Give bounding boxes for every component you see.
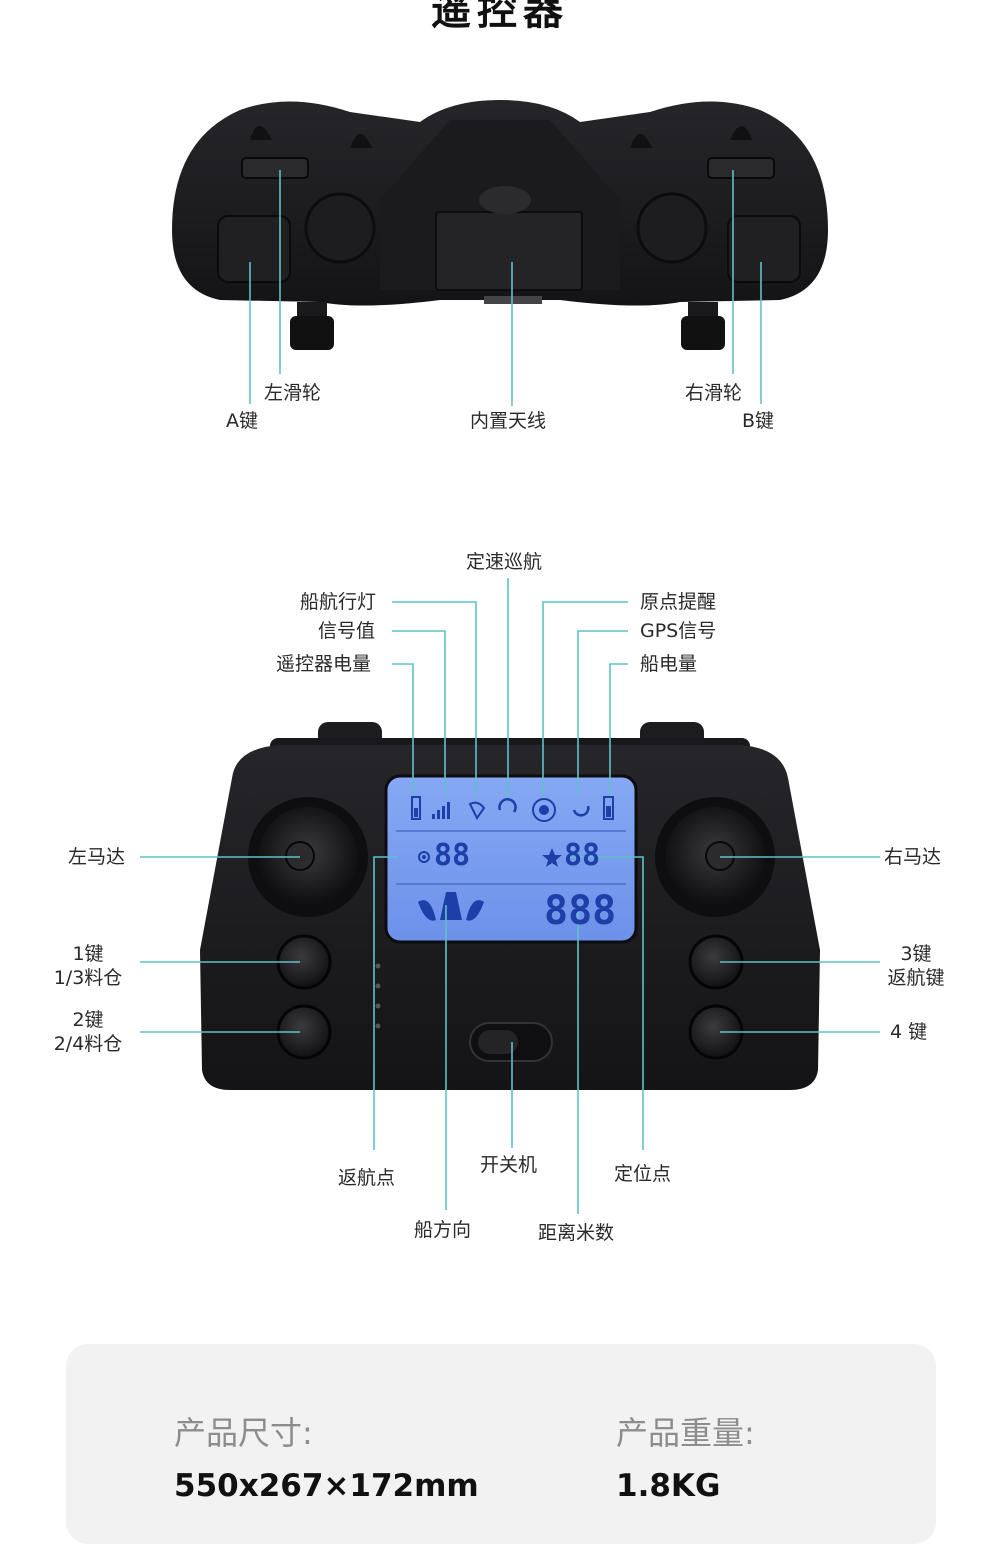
leader-lines bbox=[140, 170, 880, 1214]
label-key2-line1: 2键 bbox=[72, 1009, 104, 1031]
lcd-right-digits: 88 bbox=[564, 838, 601, 873]
gps-icon bbox=[572, 805, 590, 817]
spec-weight-value: 1.8KG bbox=[616, 1468, 721, 1504]
label-right-wheel: 右滑轮 bbox=[685, 382, 743, 404]
boat-battery-icon bbox=[603, 796, 614, 820]
label-distance: 距离米数 bbox=[538, 1222, 615, 1244]
label-position-point: 定位点 bbox=[614, 1163, 672, 1185]
label-power: 开关机 bbox=[480, 1154, 538, 1176]
label-key1-line2: 1/3料仓 bbox=[53, 967, 123, 989]
label-nav-light: 船航行灯 bbox=[300, 591, 377, 613]
label-antenna: 内置天线 bbox=[470, 410, 547, 432]
remote-top-view bbox=[172, 100, 828, 350]
label-key3-line2: 返航键 bbox=[887, 967, 945, 989]
lcd-screen bbox=[384, 774, 638, 944]
label-boat-battery: 船电量 bbox=[640, 653, 698, 675]
label-controller-battery: 遥控器电量 bbox=[276, 653, 372, 675]
label-signal: 信号值 bbox=[318, 620, 376, 642]
label-left-wheel: 左滑轮 bbox=[264, 382, 322, 404]
label-key3: 3键 返航键 bbox=[878, 942, 954, 990]
label-a-key: A键 bbox=[226, 410, 258, 432]
label-return-point: 返航点 bbox=[338, 1167, 396, 1189]
page-title: 遥控器 bbox=[431, 0, 569, 34]
label-gps-signal: GPS信号 bbox=[640, 620, 717, 642]
spec-weight-label: 产品重量: bbox=[616, 1414, 755, 1452]
label-boat-direction: 船方向 bbox=[414, 1219, 472, 1241]
spec-size-value: 550x267×172mm bbox=[174, 1468, 479, 1504]
label-key1-line1: 1键 bbox=[72, 943, 104, 965]
label-right-motor: 右马达 bbox=[884, 846, 942, 868]
nav-light-icon bbox=[468, 801, 486, 820]
label-key1: 1键 1/3料仓 bbox=[50, 942, 126, 990]
spec-size-label: 产品尺寸: bbox=[174, 1414, 313, 1452]
signal-bars-icon bbox=[432, 802, 450, 819]
label-origin-alert: 原点提醒 bbox=[640, 591, 717, 613]
label-key2: 2键 2/4料仓 bbox=[50, 1008, 126, 1056]
cruise-icon bbox=[498, 798, 517, 813]
lcd-distance-digits: 888 bbox=[544, 888, 617, 934]
label-key4: 4 键 bbox=[890, 1021, 928, 1043]
origin-alert-icon bbox=[532, 798, 556, 822]
lcd-left-digits: 88 bbox=[434, 838, 471, 873]
position-star-icon bbox=[542, 848, 562, 867]
label-b-key: B键 bbox=[742, 410, 775, 432]
label-key2-line2: 2/4料仓 bbox=[53, 1033, 123, 1055]
controller-battery-icon bbox=[411, 796, 421, 820]
return-point-icon bbox=[418, 851, 430, 863]
label-key3-line1: 3键 bbox=[900, 943, 932, 965]
spec-panel bbox=[66, 1344, 936, 1544]
label-left-motor: 左马达 bbox=[68, 846, 126, 868]
label-cruise: 定速巡航 bbox=[466, 551, 543, 573]
